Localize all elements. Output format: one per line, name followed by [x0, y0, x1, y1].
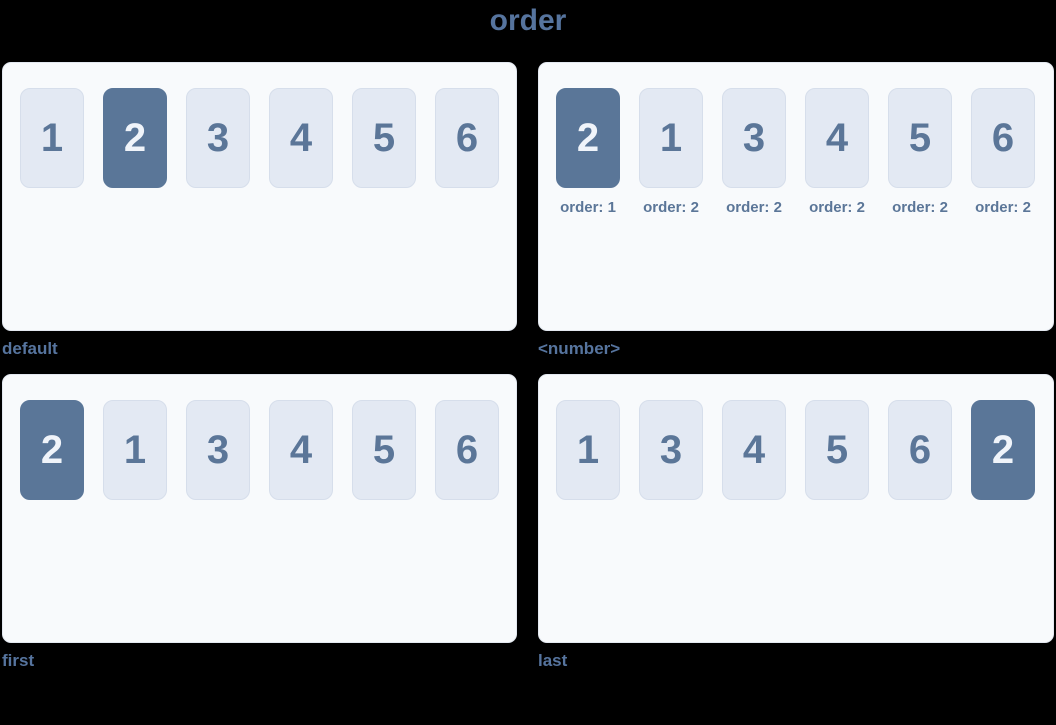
flex-item: 5	[805, 400, 869, 500]
panel-caption-first: first	[2, 651, 35, 670]
panel-caption-default: default	[2, 339, 58, 358]
panel-first: 2 1 3 4 5 6	[2, 374, 517, 643]
flex-item: 1	[639, 88, 703, 188]
page-title: order	[489, 4, 567, 37]
flex-item: 1	[20, 88, 84, 188]
order-label: order: 2	[975, 199, 1031, 216]
figure-default: 1 2 3 4 5 6 default	[2, 62, 517, 358]
flex-item-cell: 4 order: 2	[805, 88, 869, 216]
flex-item: 4	[805, 88, 869, 188]
flex-item: 6	[435, 88, 499, 188]
flex-item: 6	[888, 400, 952, 500]
flex-item-cell: 5 order: 2	[888, 88, 952, 216]
flex-item: 5	[888, 88, 952, 188]
flex-container-first: 2 1 3 4 5 6	[20, 400, 499, 500]
order-label: order: 2	[809, 199, 865, 216]
flex-item-cell: 1 order: 2	[639, 88, 703, 216]
order-label: order: 2	[892, 199, 948, 216]
flex-item: 2	[103, 88, 167, 188]
flex-item: 3	[186, 400, 250, 500]
flex-item: 3	[186, 88, 250, 188]
panel-last: 1 3 4 5 6 2	[538, 374, 1054, 643]
flex-item: 2	[556, 88, 620, 188]
flex-item-cell: 6 order: 2	[971, 88, 1035, 216]
flex-item: 4	[722, 400, 786, 500]
flex-item: 3	[639, 400, 703, 500]
flex-item: 1	[556, 400, 620, 500]
order-label: order: 1	[560, 199, 616, 216]
flex-item-cell: 3 order: 2	[722, 88, 786, 216]
demo-grid: 1 2 3 4 5 6 default 2 order: 1 1 order: …	[0, 62, 1056, 670]
flex-item: 1	[103, 400, 167, 500]
order-label: order: 2	[643, 199, 699, 216]
flex-item: 2	[20, 400, 84, 500]
flex-container-default: 1 2 3 4 5 6	[20, 88, 499, 188]
flex-item-cell: 2 order: 1	[556, 88, 620, 216]
flex-item: 6	[971, 88, 1035, 188]
figure-number: 2 order: 1 1 order: 2 3 order: 2 4 order…	[538, 62, 1054, 358]
flex-item: 6	[435, 400, 499, 500]
figure-first: 2 1 3 4 5 6 first	[2, 374, 517, 670]
panel-caption-last: last	[538, 651, 568, 670]
figure-last: 1 3 4 5 6 2 last	[538, 374, 1054, 670]
flex-item: 5	[352, 400, 416, 500]
flex-container-number: 2 order: 1 1 order: 2 3 order: 2 4 order…	[556, 88, 1036, 216]
flex-item: 3	[722, 88, 786, 188]
panel-caption-number: <number>	[538, 339, 621, 358]
flex-container-last: 1 3 4 5 6 2	[556, 400, 1036, 500]
order-label: order: 2	[726, 199, 782, 216]
flex-item: 2	[971, 400, 1035, 500]
panel-default: 1 2 3 4 5 6	[2, 62, 517, 331]
flex-item: 4	[269, 88, 333, 188]
flex-item: 4	[269, 400, 333, 500]
flex-item: 5	[352, 88, 416, 188]
panel-number: 2 order: 1 1 order: 2 3 order: 2 4 order…	[538, 62, 1054, 331]
